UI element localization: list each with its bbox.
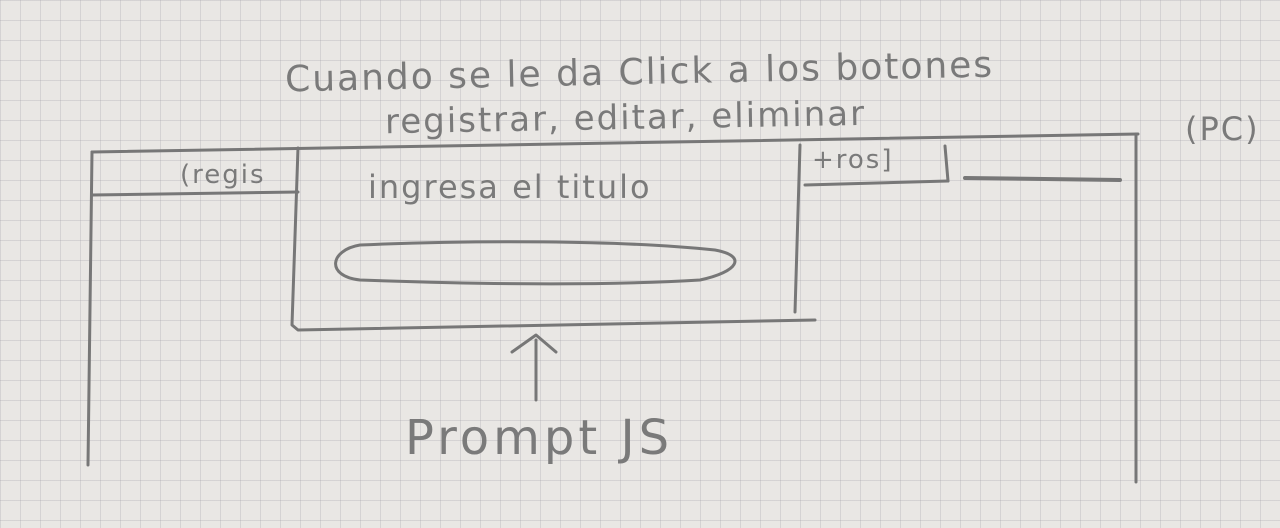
tab-right-divider [943, 144, 950, 183]
dialog-right-edge [793, 143, 802, 314]
note-line-2: registrar, editar, eliminar [384, 93, 867, 143]
window-top-edge [90, 132, 1140, 154]
note-device: (PC) [1185, 110, 1260, 148]
dialog-title: ingresa el titulo [368, 168, 652, 206]
dialog-left-bottom [290, 146, 817, 332]
window-left-edge [86, 150, 94, 467]
tab-right-label: +ros] [812, 145, 894, 175]
tab-left-label: (regis [180, 160, 266, 190]
arrow-head [510, 333, 558, 354]
header-bar-left [90, 190, 300, 197]
caption-prompt: Prompt JS [405, 410, 674, 466]
header-bar-right [803, 179, 950, 187]
input-field-sketch [334, 240, 737, 286]
header-bar-far-right [963, 176, 1122, 182]
